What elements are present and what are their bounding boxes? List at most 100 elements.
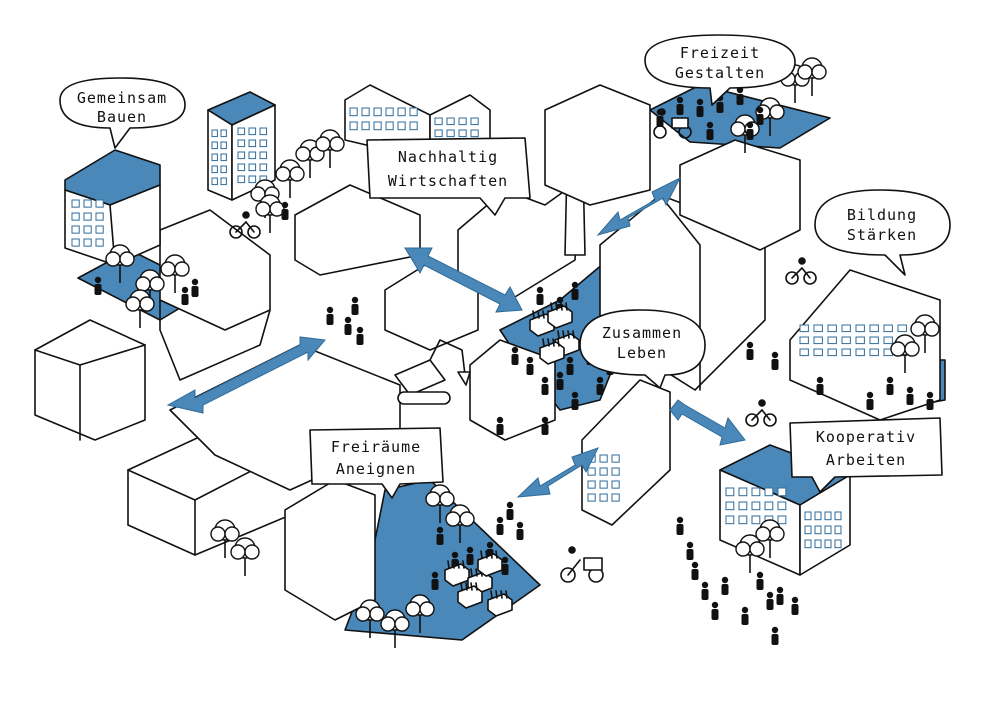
window (814, 525, 822, 535)
window (220, 153, 227, 162)
person-icon (511, 346, 519, 365)
window (211, 153, 218, 162)
bicycle-icon (745, 399, 777, 427)
person-icon (696, 98, 704, 117)
window (71, 225, 80, 234)
person-icon (776, 586, 784, 605)
window (259, 139, 268, 148)
buildings (34, 84, 941, 621)
person-icon (886, 376, 894, 395)
window (824, 539, 832, 549)
person-icon (711, 601, 719, 620)
window (458, 129, 467, 138)
window (237, 139, 246, 148)
window (248, 151, 257, 160)
bubble-freizeit: Freizeit Gestalten (644, 34, 796, 106)
window (827, 336, 837, 345)
window (373, 121, 382, 131)
window (824, 511, 832, 521)
window (397, 121, 406, 131)
planter-box (444, 560, 470, 587)
excavator-icon (394, 339, 471, 405)
tree-icon (230, 537, 260, 576)
window (220, 129, 227, 138)
window (211, 177, 218, 186)
window (799, 348, 809, 357)
bubble-gemeinsam: Gemeinsam Bauen (59, 77, 186, 149)
tree-icon (355, 599, 385, 638)
tree-icon (135, 269, 165, 308)
window (220, 165, 227, 174)
person-icon (496, 516, 504, 535)
window (804, 511, 812, 521)
window (725, 487, 735, 497)
window (434, 129, 443, 138)
window (841, 324, 851, 333)
window (855, 336, 865, 345)
window (248, 163, 257, 172)
window (587, 480, 596, 489)
window (361, 107, 370, 117)
window (725, 515, 735, 525)
window (83, 238, 92, 247)
window (804, 539, 812, 549)
bubble-zusammen-line1: Zusammen (602, 324, 682, 342)
bubble-gemeinsam-line1: Gemeinsam (77, 89, 167, 107)
tree-icon (425, 484, 455, 523)
window (777, 487, 787, 497)
person-icon (866, 391, 874, 410)
window (248, 127, 257, 136)
window (869, 336, 879, 345)
window (813, 324, 823, 333)
person-icon (556, 371, 564, 390)
person-icon (436, 526, 444, 545)
window (237, 175, 246, 184)
window (83, 212, 92, 221)
windows (71, 107, 907, 549)
window (599, 480, 608, 489)
window (95, 199, 104, 208)
window (83, 199, 92, 208)
person-icon (541, 416, 549, 435)
person-icon (181, 286, 189, 305)
window (777, 501, 787, 511)
window (841, 336, 851, 345)
window (71, 238, 80, 247)
window (883, 324, 893, 333)
window (397, 107, 406, 117)
window (361, 121, 370, 131)
person-icon (191, 278, 199, 297)
bubble-zusammen-line2: Leben (617, 344, 667, 362)
window (814, 511, 822, 521)
window (799, 324, 809, 333)
cargo-bike-icon (560, 546, 604, 583)
window (587, 493, 596, 502)
window (855, 348, 865, 357)
window (385, 121, 394, 131)
arrow-left (166, 336, 326, 414)
bubble-freizeit-line2: Gestalten (675, 64, 765, 82)
window (799, 336, 809, 345)
person-icon (771, 626, 779, 645)
bubble-zusammen: Zusammen Leben (579, 309, 706, 389)
window (248, 139, 257, 148)
building-small-house (469, 339, 556, 441)
planter-box (477, 550, 503, 577)
window (764, 487, 774, 497)
bubble-kooperativ-line2: Arbeiten (826, 451, 906, 469)
person-icon (344, 316, 352, 335)
planter-box (457, 582, 483, 609)
person-icon (281, 201, 289, 220)
person-icon (571, 391, 579, 410)
person-icon (736, 86, 744, 105)
person-icon (766, 591, 774, 610)
window (95, 225, 104, 234)
window (470, 117, 479, 126)
window (751, 487, 761, 497)
person-icon (571, 281, 579, 300)
person-icon (676, 96, 684, 115)
building-far-right (789, 269, 941, 421)
window (434, 117, 443, 126)
window (738, 487, 748, 497)
window (237, 151, 246, 160)
